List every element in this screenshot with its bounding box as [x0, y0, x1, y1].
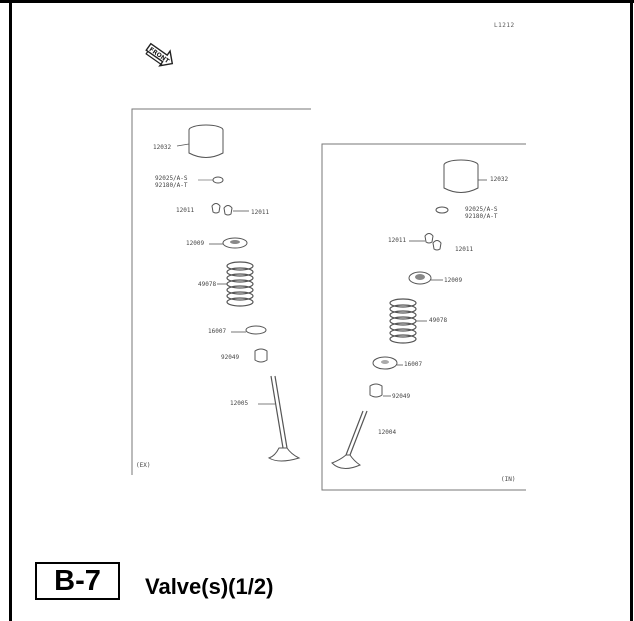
page-frame-top	[0, 0, 634, 3]
in-part-label: 12004	[378, 429, 397, 436]
ex-part-label: 12011	[176, 207, 195, 214]
in-part-label: 12011	[388, 237, 407, 244]
in-part-label: 92025/A-S	[465, 206, 498, 213]
page-code: L1212	[494, 22, 515, 29]
ex-part-label: 12032	[153, 144, 172, 151]
ex-part-label: 49078	[198, 281, 217, 288]
front-direction-icon: FRONT	[142, 40, 178, 70]
exhaust-valve-diagram	[131, 108, 313, 476]
section-code: B-7	[54, 564, 101, 597]
in-part-label: 12032	[490, 176, 509, 183]
ex-part-label: 12005	[230, 400, 249, 407]
in-part-label: 12009	[444, 277, 463, 284]
section-title: Valve(s)(1/2)	[145, 574, 274, 599]
in-part-label: 12011	[455, 246, 474, 253]
ex-panel-tag: (EX)	[136, 462, 151, 469]
in-part-label: 16007	[404, 361, 423, 368]
in-part-label: 92180/A-T	[465, 213, 498, 220]
page-frame-left	[9, 0, 12, 621]
ex-part-label: 12009	[186, 240, 205, 247]
in-part-label: 92049	[392, 393, 411, 400]
intake-valve-diagram	[321, 143, 527, 491]
in-part-label: 49078	[429, 317, 448, 324]
section-code-box: B-7	[35, 562, 120, 600]
ex-part-label: 16007	[208, 328, 227, 335]
page-frame-right	[630, 0, 633, 621]
ex-part-label: 92025/A-S	[155, 175, 188, 182]
ex-part-label: 12011	[251, 209, 270, 216]
ex-part-label: 92049	[221, 354, 240, 361]
in-panel-tag: (IN)	[501, 476, 516, 483]
valve-lifter-part	[176, 124, 224, 158]
ex-part-label: 92180/A-T	[155, 182, 188, 189]
